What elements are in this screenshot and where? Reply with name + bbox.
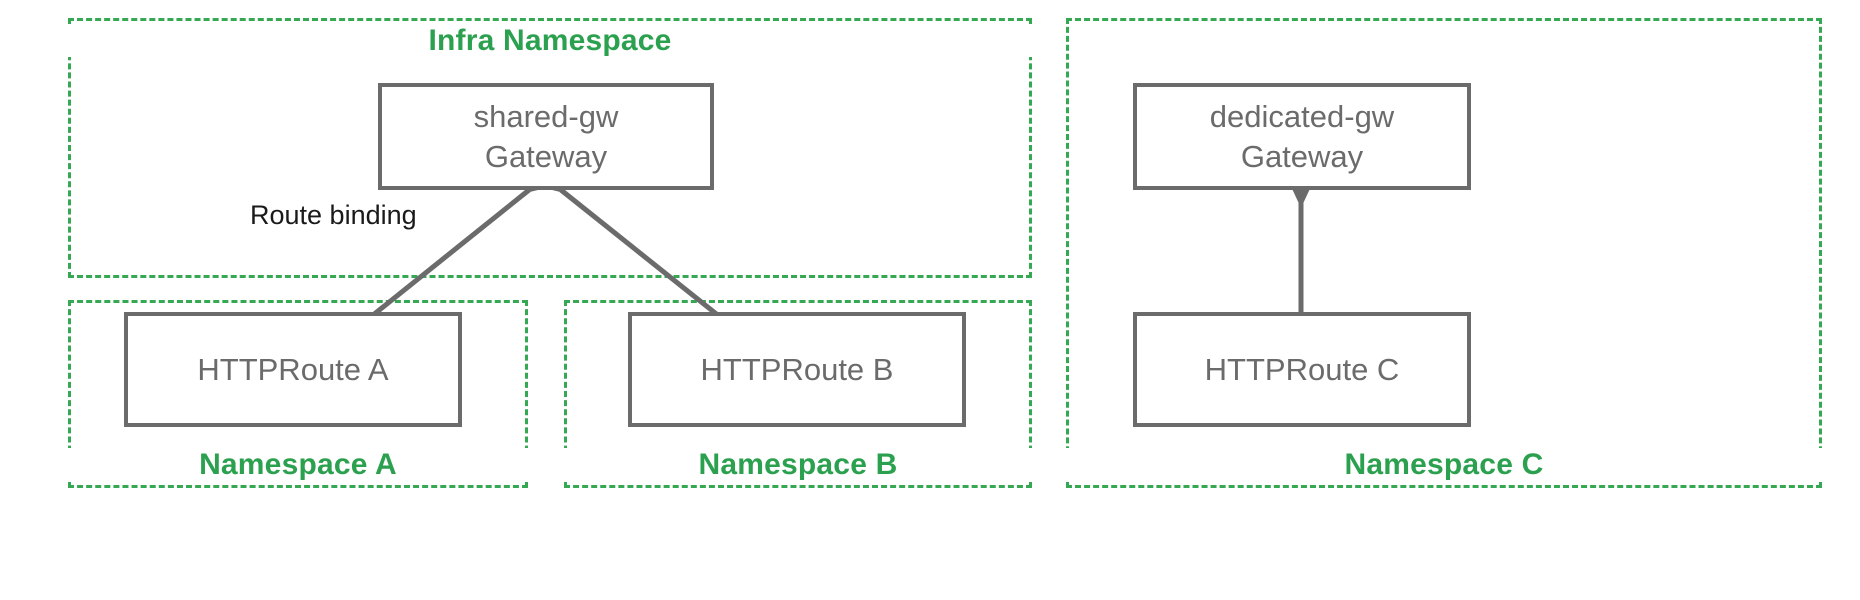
resource-box-route-c[interactable]: HTTPRoute C (1133, 312, 1471, 427)
namespace-label-ns-c: Namespace C (1066, 448, 1822, 481)
namespace-label-ns-b: Namespace B (564, 448, 1032, 481)
namespace-container-ns-a (68, 300, 528, 488)
resource-box-route-b[interactable]: HTTPRoute B (628, 312, 966, 427)
namespace-container-ns-c (1066, 18, 1822, 488)
resource-box-route-a[interactable]: HTTPRoute A (124, 312, 462, 427)
resource-box-shared-gw[interactable]: shared-gw Gateway (378, 83, 714, 190)
namespace-label-infra: Infra Namespace (68, 24, 1032, 57)
edge-label-route-binding: Route binding (248, 200, 419, 231)
resource-box-dedicated-gw[interactable]: dedicated-gw Gateway (1133, 83, 1471, 190)
namespace-container-ns-b (564, 300, 1032, 488)
namespace-label-ns-a: Namespace A (68, 448, 528, 481)
